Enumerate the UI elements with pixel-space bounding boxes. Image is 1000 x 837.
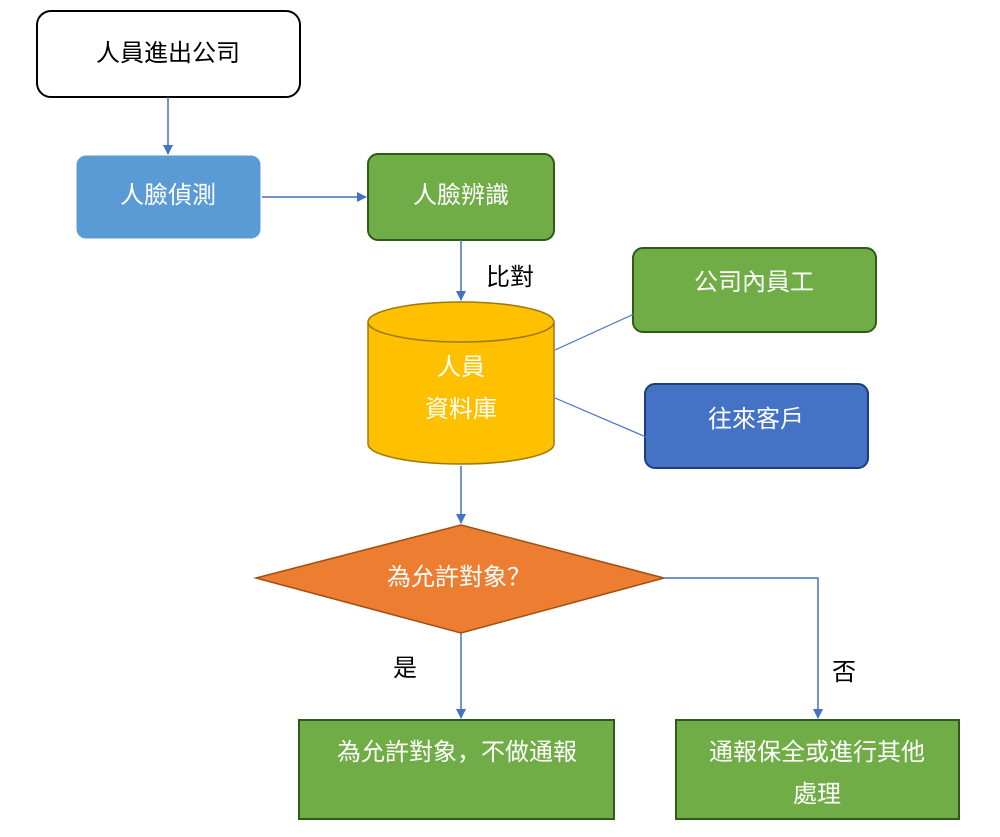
clients-label: 往來客戶 [708,405,804,433]
not-allowed-label-line2: 處理 [793,780,841,808]
edge-label-no: 否 [832,658,856,686]
clients-node: 往來客戶 [644,383,869,469]
edge-label-yes: 是 [393,654,417,682]
database-label-line2: 資料庫 [425,395,497,423]
database-employees-connector [554,313,635,351]
allowed-outcome-label: 為允許對象，不做通報 [337,738,577,766]
face-recognition-node: 人臉辨識 [367,153,555,241]
employees-label: 公司內員工 [694,268,814,296]
not-allowed-label-line1: 通報保全或進行其他 [709,738,925,766]
start-node-label: 人員進出公司 [96,39,240,67]
not-allowed-outcome-node: 通報保全或進行其他 處理 [675,719,960,820]
database-cylinder: 人員 資料庫 [367,301,555,465]
employees-node: 公司內員工 [632,247,877,333]
start-node: 人員進出公司 [36,10,301,98]
allowed-outcome-node: 為允許對象，不做通報 [298,719,615,820]
database-clients-connector [554,397,647,438]
database-label-line1: 人員 [437,353,485,381]
decision-diamond: 為允許對象？ [253,524,667,634]
arrow-decision-to-not-allowed [664,577,823,719]
edge-label-compare: 比對 [486,263,534,291]
face-detection-node: 人臉偵測 [76,155,261,239]
face-detection-label: 人臉偵測 [120,181,216,209]
decision-label: 為允許對象？ [387,563,531,591]
face-recognition-label: 人臉辨識 [413,181,509,209]
